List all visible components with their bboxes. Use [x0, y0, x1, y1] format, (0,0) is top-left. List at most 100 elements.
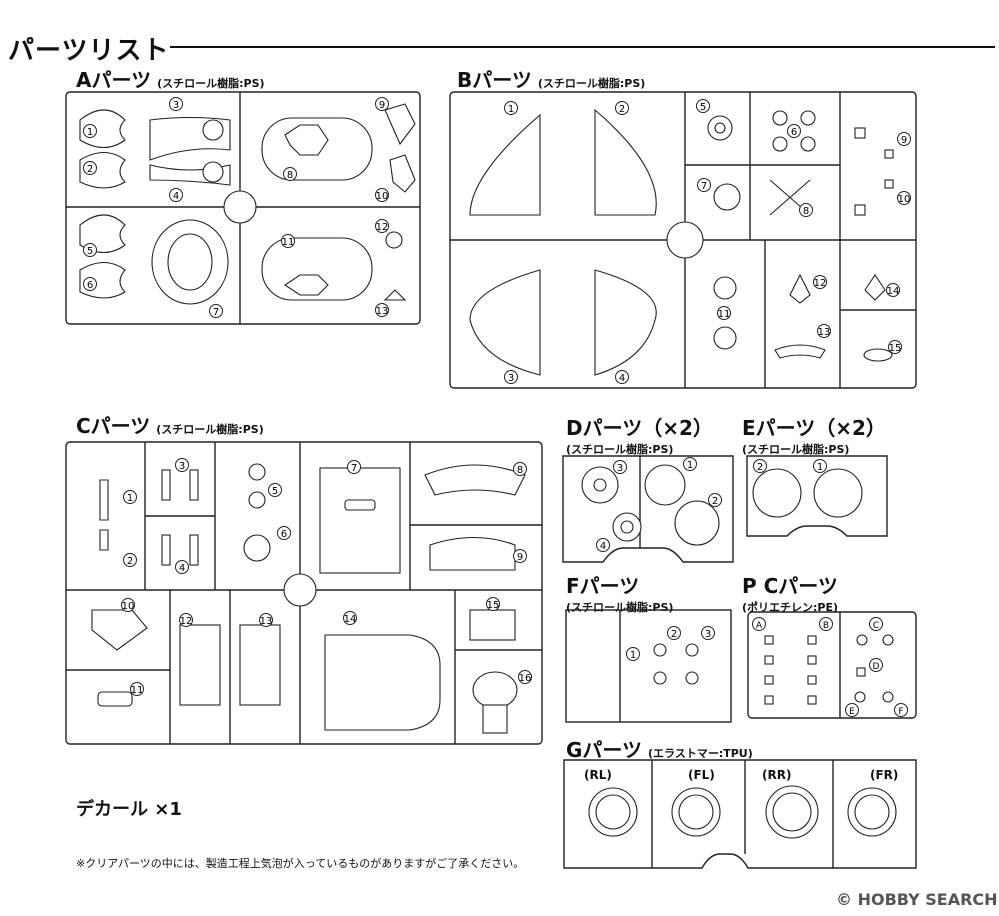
svg-text:12: 12	[180, 616, 193, 627]
part-c3	[161, 469, 171, 501]
svg-text:2: 2	[712, 496, 718, 507]
svg-text:2: 2	[127, 556, 133, 567]
section-a-material: (スチロール樹脂:PS)	[157, 77, 265, 90]
part-d2	[674, 500, 720, 546]
part-a9	[384, 103, 416, 146]
svg-text:3: 3	[617, 463, 623, 474]
part-d1	[644, 464, 686, 506]
runner-g	[563, 759, 917, 869]
svg-text:4: 4	[600, 541, 606, 552]
svg-text:10: 10	[898, 194, 911, 205]
runner-d: 1 2 3 4	[562, 455, 734, 563]
part-e1	[813, 468, 863, 518]
svg-text:15: 15	[889, 343, 902, 354]
tire-label-rr: (RR)	[762, 768, 792, 782]
part-c5-bottom	[248, 491, 266, 509]
title-rule	[170, 46, 995, 48]
section-e-name: Eパーツ（×2）	[742, 416, 886, 440]
part-b6	[772, 110, 788, 126]
runner-f: 1 2 3	[565, 609, 732, 723]
svg-text:13: 13	[376, 306, 389, 317]
part-c1	[99, 479, 109, 521]
svg-text:8: 8	[287, 170, 293, 181]
svg-text:3: 3	[705, 629, 711, 640]
svg-text:4: 4	[173, 191, 179, 202]
part-c15	[469, 609, 516, 641]
svg-text:9: 9	[901, 135, 907, 146]
page-title: パーツリスト	[8, 36, 170, 66]
svg-text:E: E	[849, 707, 855, 717]
part-e2	[752, 468, 802, 518]
part-f1	[653, 643, 667, 657]
part-c11	[97, 691, 133, 707]
section-pc-material: (ポリエチレン:PE)	[742, 601, 839, 614]
section-g-heading: Gパーツ(エラストマー:TPU)	[566, 734, 753, 763]
part-a12	[385, 231, 403, 249]
section-pc-heading: P Cパーツ (ポリエチレン:PE)	[742, 570, 838, 615]
part-c9	[429, 536, 516, 571]
svg-text:6: 6	[791, 127, 797, 138]
part-b11-bottom	[713, 326, 737, 350]
svg-text:16: 16	[519, 673, 532, 684]
svg-text:14: 14	[344, 614, 357, 625]
part-f3	[685, 671, 699, 685]
runner-c: 1 2 3 4 5 6 7 8 9 10 11 12 13 14 15 16	[65, 441, 543, 745]
section-e-material: (スチロール樹脂:PS)	[742, 443, 850, 456]
svg-text:5: 5	[87, 246, 93, 257]
svg-text:4: 4	[179, 563, 185, 574]
part-b12	[789, 273, 811, 304]
part-b3	[469, 269, 541, 376]
decal-count: デカール ×1	[76, 799, 182, 820]
svg-text:4: 4	[619, 373, 625, 384]
svg-text:2: 2	[671, 629, 677, 640]
svg-text:7: 7	[351, 463, 357, 474]
section-d-material: (スチロール樹脂:PS)	[566, 443, 674, 456]
svg-text:10: 10	[122, 601, 135, 612]
part-c13	[239, 624, 281, 706]
svg-text:1: 1	[508, 104, 514, 115]
part-c12	[179, 624, 221, 706]
part-a13	[383, 289, 407, 301]
section-f-material: (スチロール樹脂:PS)	[566, 601, 674, 614]
runner-e: 2 1	[746, 455, 888, 537]
svg-text:8: 8	[803, 206, 809, 217]
part-a1	[79, 109, 126, 149]
svg-text:7: 7	[213, 307, 219, 318]
tire-label-rl: (RL)	[584, 768, 612, 782]
svg-text:5: 5	[700, 102, 706, 113]
svg-text:2: 2	[87, 164, 93, 175]
svg-text:1: 1	[630, 650, 636, 661]
section-b-material: (スチロール樹脂:PS)	[537, 77, 646, 90]
watermark: © HOBBY SEARCH	[836, 890, 998, 909]
part-c14	[324, 634, 441, 731]
svg-text:6: 6	[281, 529, 287, 540]
part-c7	[319, 467, 401, 574]
part-c6	[243, 534, 271, 562]
svg-text:11: 11	[131, 685, 144, 696]
part-b2	[594, 108, 657, 216]
section-b-heading: Bパーツ(スチロール樹脂:PS)	[457, 64, 645, 93]
svg-text:9: 9	[517, 552, 523, 563]
svg-text:15: 15	[487, 600, 500, 611]
part-c10	[91, 609, 148, 651]
section-c-material: (スチロール樹脂:PS)	[156, 423, 264, 436]
svg-text:8: 8	[517, 465, 523, 476]
section-g-name: Gパーツ	[566, 738, 643, 762]
svg-text:1: 1	[687, 460, 693, 471]
section-pc-name: P Cパーツ	[742, 574, 838, 598]
svg-text:B: B	[823, 621, 829, 631]
tire-label-fr: (FR)	[870, 768, 899, 782]
section-e-heading: Eパーツ（×2） (スチロール樹脂:PS)	[742, 412, 886, 457]
svg-text:13: 13	[818, 327, 831, 338]
svg-text:3: 3	[508, 373, 514, 384]
part-b14	[864, 274, 886, 301]
svg-text:2: 2	[757, 462, 763, 473]
svg-text:12: 12	[376, 222, 389, 233]
svg-text:2: 2	[619, 104, 625, 115]
svg-text:3: 3	[179, 461, 185, 472]
section-c-name: Cパーツ	[76, 414, 151, 438]
svg-text:1: 1	[127, 493, 133, 504]
part-c4	[161, 534, 171, 566]
svg-text:14: 14	[887, 286, 900, 297]
